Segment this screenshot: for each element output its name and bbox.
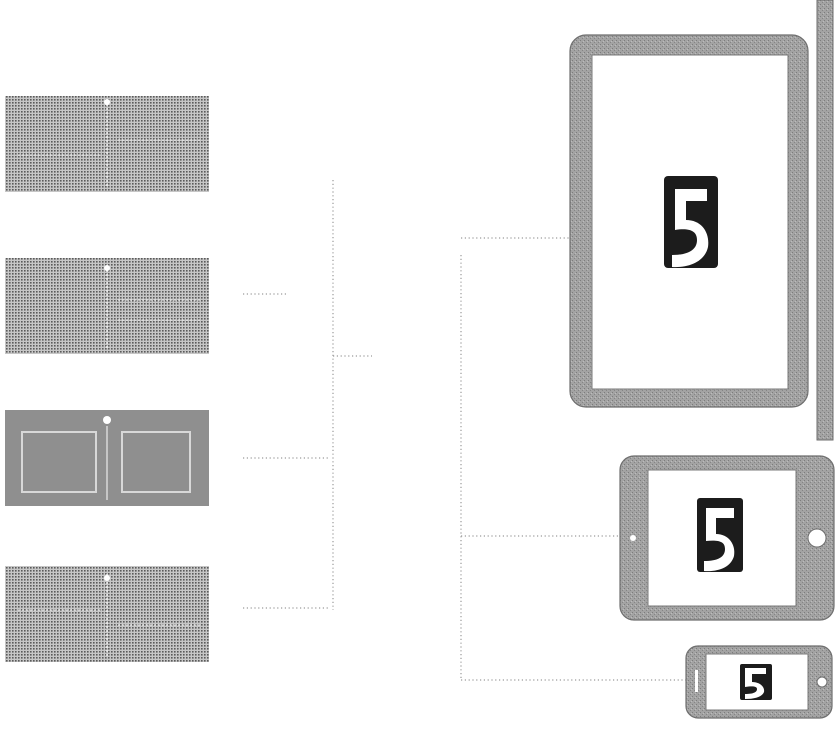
tablet-landscape	[619, 455, 835, 621]
phone-landscape	[685, 645, 833, 719]
layout-card-1	[5, 96, 209, 192]
home-button-icon	[816, 676, 828, 688]
home-button-icon	[807, 528, 827, 548]
speaker-slot-icon	[695, 670, 698, 692]
connector-lines	[243, 180, 690, 681]
layout-card-4	[5, 566, 209, 662]
layout-card-2	[5, 258, 209, 354]
tablet-portrait	[569, 34, 809, 408]
layout-card-3	[5, 410, 209, 506]
brand-logo-icon	[740, 664, 772, 700]
front-camera-icon	[630, 535, 636, 541]
brand-logo-icon	[697, 498, 743, 572]
brand-logo-icon	[664, 176, 718, 268]
display-edge-bar	[816, 0, 834, 441]
